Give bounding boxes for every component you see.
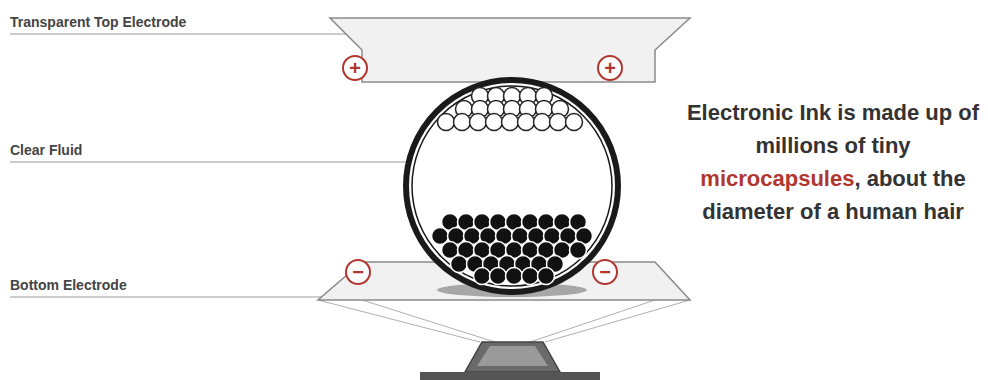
white-particle	[534, 114, 551, 131]
polarity-symbol: −	[352, 262, 364, 282]
black-particle	[506, 268, 523, 285]
polarity-sign: +	[342, 55, 368, 81]
leader-line	[10, 296, 338, 297]
polarity-symbol: −	[599, 262, 611, 282]
black-particle	[538, 268, 555, 285]
white-particle	[518, 114, 535, 131]
display-screen	[477, 346, 548, 366]
white-particle	[502, 114, 519, 131]
black-particle	[570, 242, 587, 259]
description-text: Electronic Ink is made up of millions of…	[687, 100, 979, 158]
description-text: Electronic Ink is made up of millions of…	[682, 96, 984, 228]
leader-line	[10, 33, 348, 34]
polarity-symbol: +	[349, 58, 361, 78]
white-particle	[550, 114, 567, 131]
black-particle	[522, 268, 539, 285]
microcapsule	[406, 80, 618, 292]
polarity-sign: +	[597, 55, 623, 81]
white-particle	[454, 114, 471, 131]
leader-line	[10, 161, 420, 162]
part-label: Clear Fluid	[10, 142, 82, 158]
part-label: Transparent Top Electrode	[10, 14, 186, 30]
white-particle	[438, 114, 455, 131]
polarity-symbol: +	[604, 58, 616, 78]
projection-line	[362, 300, 495, 342]
screen-base	[420, 372, 600, 380]
white-particle	[566, 114, 583, 131]
black-particle	[474, 268, 491, 285]
white-particle	[470, 114, 487, 131]
polarity-sign: −	[345, 259, 371, 285]
black-particle	[490, 268, 507, 285]
black-particle	[451, 256, 468, 273]
polarity-sign: −	[592, 259, 618, 285]
white-particle	[486, 114, 503, 131]
part-label: Bottom Electrode	[10, 277, 127, 293]
display-screen	[465, 342, 560, 372]
projection-line	[545, 300, 690, 342]
top-electrode	[330, 18, 690, 82]
highlight-word: microcapsules	[700, 166, 854, 191]
projection-line	[530, 300, 655, 342]
pigment-particles	[432, 88, 593, 285]
projection-line	[318, 300, 480, 342]
microcapsule-inner-wall	[412, 86, 612, 286]
